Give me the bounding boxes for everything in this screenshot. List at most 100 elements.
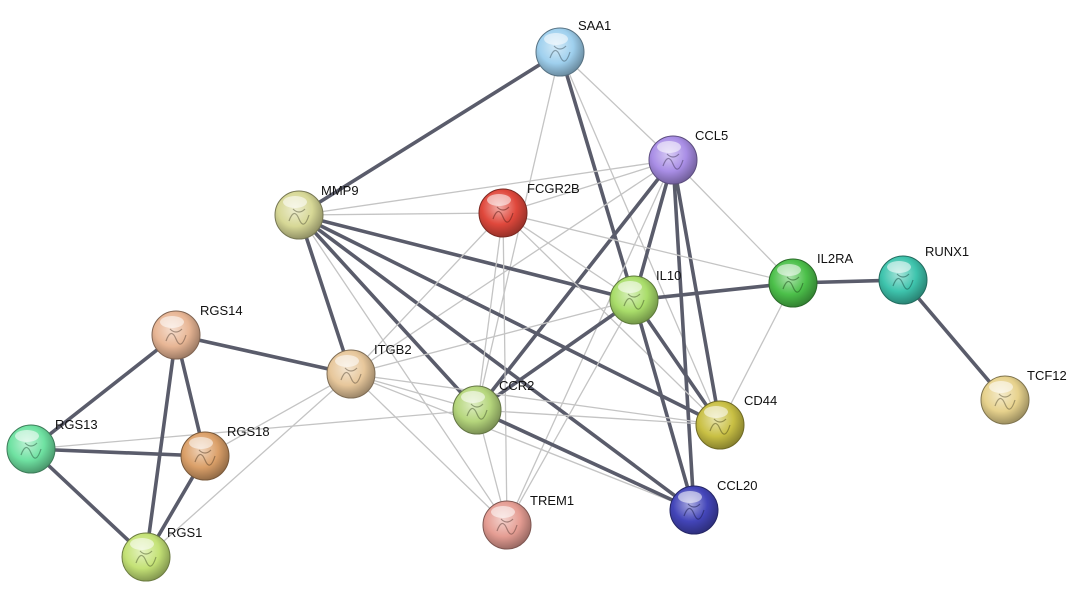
edge-saa1-mmp9 <box>297 50 562 217</box>
node-label: CCL5 <box>695 128 728 143</box>
node-label: FCGR2B <box>527 181 580 196</box>
node-label: CD44 <box>744 393 777 408</box>
sphere-highlight <box>491 506 515 518</box>
node-label: SAA1 <box>578 18 611 33</box>
edge-itgb2-rgs14 <box>174 333 353 376</box>
protein-structure-glyph <box>135 550 157 567</box>
sphere-highlight <box>160 316 184 328</box>
node-label: CCL20 <box>717 478 757 493</box>
sphere-highlight <box>544 33 568 45</box>
sphere-highlight <box>15 430 39 442</box>
protein-structure-glyph <box>165 328 187 345</box>
sphere-highlight <box>777 264 801 276</box>
node-runx1[interactable]: RUNX1 <box>878 244 969 305</box>
edge-ccl5-il2ra <box>672 159 794 284</box>
node-rgs1[interactable]: RGS1 <box>121 525 202 582</box>
edge-ccl5-trem1 <box>506 159 674 526</box>
edge-itgb2-rgs1 <box>145 373 352 558</box>
node-itgb2[interactable]: ITGB2 <box>326 342 412 399</box>
edge-mmp9-ccl20 <box>297 213 696 512</box>
edges-layer <box>29 50 1007 559</box>
node-label: MMP9 <box>321 183 359 198</box>
edge-il10-ccl20 <box>632 298 696 512</box>
sphere-highlight <box>678 491 702 503</box>
sphere-highlight <box>283 196 307 208</box>
protein-structure-glyph <box>892 273 914 290</box>
node-label: RGS18 <box>227 424 270 439</box>
protein-structure-glyph <box>194 449 216 466</box>
node-label: IL10 <box>656 268 681 283</box>
node-mmp9[interactable]: MMP9 <box>274 183 359 240</box>
node-fcgr2b[interactable]: FCGR2B <box>478 181 580 238</box>
sphere-highlight <box>618 281 642 293</box>
edge-fcgr2b-il2ra <box>502 212 794 284</box>
edge-saa1-ccl5 <box>559 51 674 161</box>
edge-itgb2-trem1 <box>350 373 508 526</box>
sphere-highlight <box>461 391 485 403</box>
protein-structure-glyph <box>662 153 684 170</box>
edge-fcgr2b-itgb2 <box>350 212 504 375</box>
edge-ccr2-rgs13 <box>30 409 478 450</box>
node-label: TREM1 <box>530 493 574 508</box>
edge-mmp9-itgb2 <box>297 213 353 376</box>
node-ccr2[interactable]: CCR2 <box>452 378 534 435</box>
edge-mmp9-cd44 <box>297 213 722 427</box>
node-il10[interactable]: IL10 <box>609 268 681 325</box>
node-rgs18[interactable]: RGS18 <box>180 424 270 481</box>
edge-saa1-il10 <box>558 50 636 302</box>
node-tcf12[interactable]: TCF12 <box>980 368 1067 425</box>
protein-structure-glyph <box>994 393 1016 410</box>
edge-ccl5-mmp9 <box>298 159 674 216</box>
protein-structure-glyph <box>20 442 42 459</box>
node-il2ra[interactable]: IL2RA <box>768 251 853 308</box>
node-cd44[interactable]: CD44 <box>695 393 777 450</box>
edge-il10-ccr2 <box>475 298 636 412</box>
node-ccl20[interactable]: CCL20 <box>669 478 757 535</box>
node-label: TCF12 <box>1027 368 1067 383</box>
edge-rgs14-rgs13 <box>29 333 178 451</box>
node-rgs14[interactable]: RGS14 <box>151 303 243 360</box>
protein-structure-glyph <box>709 418 731 435</box>
sphere-highlight <box>704 406 728 418</box>
edge-mmp9-trem1 <box>298 214 508 526</box>
edge-rgs13-rgs18 <box>29 447 207 458</box>
edge-il2ra-cd44 <box>719 282 794 426</box>
edge-ccl5-itgb2 <box>350 159 674 375</box>
sphere-highlight <box>189 437 213 449</box>
protein-structure-glyph <box>496 518 518 535</box>
edge-mmp9-fcgr2b <box>298 212 504 216</box>
sphere-highlight <box>487 194 511 206</box>
protein-structure-glyph <box>549 45 571 62</box>
node-rgs13[interactable]: RGS13 <box>6 417 98 474</box>
node-saa1[interactable]: SAA1 <box>535 18 611 77</box>
edge-rgs13-rgs1 <box>29 447 148 559</box>
node-trem1[interactable]: TREM1 <box>482 493 574 550</box>
sphere-highlight <box>989 381 1013 393</box>
edge-fcgr2b-cd44 <box>502 212 721 426</box>
edge-itgb2-cd44 <box>350 373 721 426</box>
sphere-highlight <box>130 538 154 550</box>
protein-structure-glyph <box>782 276 804 293</box>
protein-structure-glyph <box>466 403 488 420</box>
node-label: IL2RA <box>817 251 853 266</box>
edge-il10-itgb2 <box>350 299 635 375</box>
protein-structure-glyph <box>683 503 705 520</box>
edge-fcgr2b-trem1 <box>502 212 508 526</box>
node-ccl5[interactable]: CCL5 <box>648 128 728 185</box>
sphere-highlight <box>657 141 681 153</box>
protein-structure-glyph <box>623 293 645 310</box>
edge-itgb2-ccl20 <box>350 373 695 511</box>
edge-mmp9-ccr2 <box>297 213 479 412</box>
node-label: RGS14 <box>200 303 243 318</box>
edge-ccl5-ccl20 <box>671 158 696 512</box>
edge-ccr2-ccl20 <box>475 408 696 512</box>
edge-il10-il2ra <box>632 281 795 302</box>
node-label: RGS13 <box>55 417 98 432</box>
edge-ccl5-fcgr2b <box>502 159 674 214</box>
sphere-highlight <box>887 261 911 273</box>
edge-rgs14-rgs1 <box>144 333 178 559</box>
node-label: RUNX1 <box>925 244 969 259</box>
edge-il10-trem1 <box>506 299 635 526</box>
